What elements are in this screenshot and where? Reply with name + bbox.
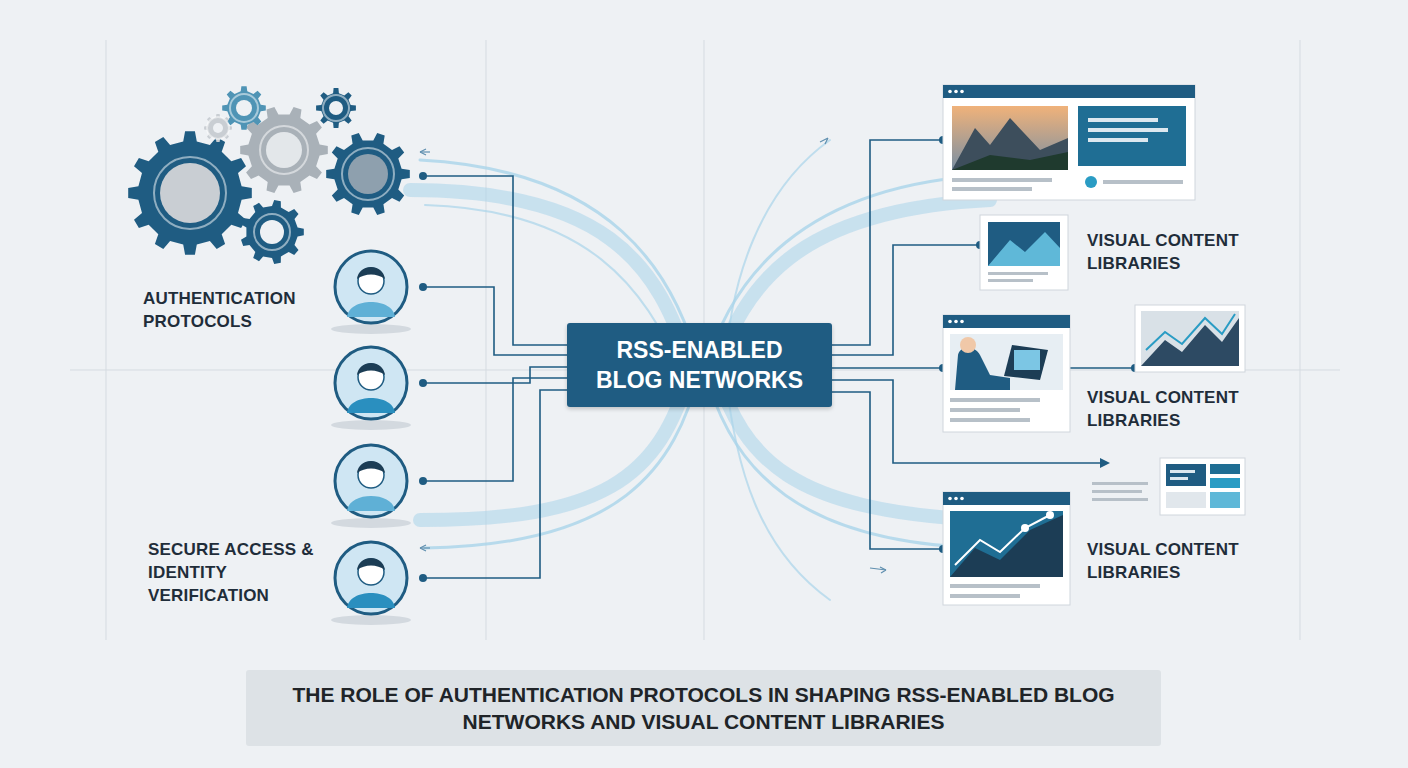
- gear: [241, 200, 304, 264]
- node-text: RSS-ENABLED BLOG NETWORKS: [585, 335, 814, 395]
- gear-ring: [254, 214, 290, 250]
- caption-text: THE ROLE OF AUTHENTICATION PROTOCOLS IN …: [266, 681, 1141, 735]
- icon-label: AUTHENTICATION PROTOCOLS: [143, 287, 323, 333]
- avatar-body: [347, 302, 395, 317]
- avatar-head: [358, 462, 384, 488]
- avatar-shadow: [331, 324, 411, 334]
- icon-label: VISUAL CONTENT LIBRARIES: [1087, 386, 1267, 432]
- avatar-head: [358, 364, 384, 390]
- gear-ring: [260, 126, 308, 174]
- gear: [326, 133, 410, 215]
- gear: [204, 114, 232, 142]
- gear-hub: [213, 123, 223, 133]
- avatar-ring: [335, 347, 407, 419]
- avatar-ring: [335, 445, 407, 517]
- gear-hub: [348, 154, 388, 194]
- icon-label: SECURE ACCESS & IDENTITY VERIFICATION: [148, 538, 328, 607]
- gear-ring: [342, 148, 394, 200]
- gear-hub: [329, 101, 343, 115]
- process-box: RSS-ENABLED BLOG NETWORKS: [567, 323, 832, 407]
- avatar-head: [358, 268, 384, 294]
- avatar-shadow: [331, 615, 411, 625]
- gear-hub: [160, 163, 220, 223]
- avatar-shadow: [331, 420, 411, 430]
- gear-ring: [207, 117, 229, 139]
- avatar-body: [347, 593, 395, 608]
- avatar-body: [347, 496, 395, 511]
- avatar-hair: [357, 363, 385, 375]
- gear: [128, 131, 252, 255]
- avatar-shadow: [331, 518, 411, 528]
- avatar-hair: [357, 558, 385, 570]
- avatar-body: [347, 398, 395, 413]
- gear-hub: [236, 100, 252, 116]
- gear-ring: [323, 95, 349, 121]
- gear-ring: [230, 94, 258, 122]
- avatar-ring: [335, 542, 407, 614]
- icon-label: VISUAL CONTENT LIBRARIES: [1087, 229, 1267, 275]
- gear-hub: [266, 132, 302, 168]
- gear: [316, 88, 356, 128]
- gear-hub: [260, 220, 284, 244]
- avatar-hair: [357, 461, 385, 473]
- avatar-hair: [357, 267, 385, 279]
- icon-label: VISUAL CONTENT LIBRARIES: [1087, 538, 1267, 584]
- caption-band: THE ROLE OF AUTHENTICATION PROTOCOLS IN …: [246, 670, 1161, 746]
- gear-ring: [154, 157, 226, 229]
- avatar-ring: [335, 251, 407, 323]
- avatar-head: [358, 559, 384, 585]
